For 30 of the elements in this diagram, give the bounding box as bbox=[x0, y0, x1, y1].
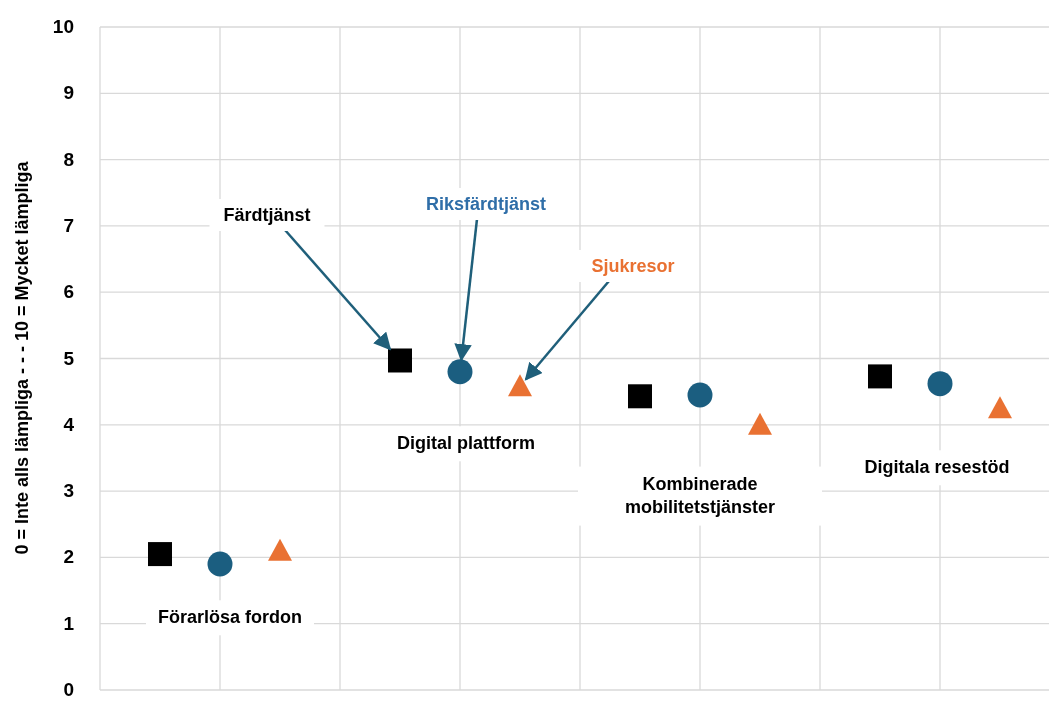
data-point bbox=[148, 542, 172, 567]
tick-label: 10 bbox=[52, 16, 74, 38]
tick-label: 5 bbox=[63, 347, 74, 370]
tick-label: 2 bbox=[63, 546, 74, 569]
data-point bbox=[868, 364, 892, 389]
tick-label: 6 bbox=[63, 281, 74, 304]
arrow bbox=[524, 280, 610, 381]
tick-label: 3 bbox=[63, 480, 74, 503]
arrow bbox=[454, 218, 479, 362]
tick-label: 8 bbox=[63, 148, 74, 171]
arrow bbox=[284, 229, 392, 351]
series-label: Färdtjänst bbox=[209, 199, 325, 231]
data-point bbox=[988, 396, 1012, 419]
data-point bbox=[388, 348, 412, 373]
category-label: Kombinerade mobilitetstjänster bbox=[578, 466, 822, 526]
axis-title: 0 = Inte alls lämpliga - - - 10 = Mycket lämpliga bbox=[11, 161, 33, 555]
tick-label: 7 bbox=[63, 214, 74, 237]
data-point bbox=[927, 371, 953, 397]
data-point bbox=[268, 538, 292, 561]
tick-label: 9 bbox=[63, 82, 74, 105]
tick-label: 0 bbox=[63, 679, 74, 701]
tick-label: 1 bbox=[63, 612, 74, 635]
data-point bbox=[748, 412, 772, 435]
data-point bbox=[447, 359, 473, 385]
data-point bbox=[628, 384, 652, 409]
data-point bbox=[207, 551, 233, 577]
data-point bbox=[508, 374, 532, 397]
category-label: Förarlösa fordon bbox=[146, 600, 314, 636]
tick-label: 4 bbox=[63, 413, 74, 436]
data-point bbox=[687, 382, 713, 408]
